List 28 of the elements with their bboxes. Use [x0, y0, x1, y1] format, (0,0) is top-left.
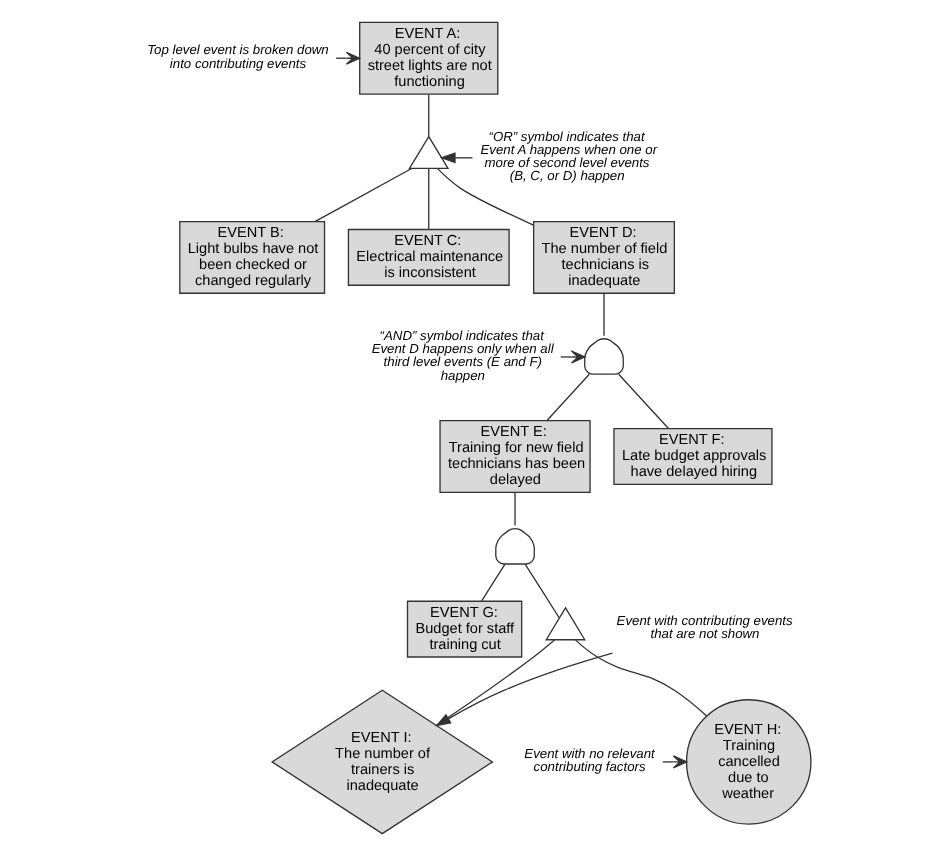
- node-box: EVENT D: The number of field technicians is inadequate: [531, 220, 675, 294]
- arrow: [661, 755, 687, 769]
- node-box: EVENT B: Light bulbs have not been checked or changed regularly: [178, 220, 325, 294]
- node-gate: [407, 135, 449, 170]
- node-box: EVENT F: Late budget approvals have delayed hiring: [612, 428, 772, 486]
- connector: [427, 93, 429, 138]
- connector: [513, 491, 515, 526]
- connector: [427, 168, 429, 230]
- connector: [602, 293, 604, 337]
- node-gate: [494, 527, 534, 565]
- node-box: EVENT E: Training for new field technicians has been delayed: [438, 420, 590, 494]
- node-box: EVENT A: 40 percent of city street lights are not functioning: [358, 21, 498, 95]
- node-diamond: EVENT I: The number of trainers is inadequate: [269, 689, 493, 835]
- connector: [545, 373, 589, 422]
- connector: [523, 563, 559, 619]
- node-gate: [544, 606, 585, 641]
- connector: [434, 639, 555, 727]
- arrow: [559, 350, 585, 364]
- arrow: [434, 652, 613, 727]
- connector: [313, 168, 411, 223]
- node-box: EVENT C: Electrical maintenance is inconsistent: [346, 228, 509, 286]
- connector: [435, 167, 534, 226]
- connector: [573, 639, 707, 717]
- connector: [479, 563, 505, 602]
- connector: [617, 373, 669, 430]
- node-gate: [583, 338, 623, 375]
- node-circle: EVENT H: Training cancelled due to weather: [684, 699, 811, 825]
- node-box: EVENT G: Budget for staff training cut: [405, 600, 522, 658]
